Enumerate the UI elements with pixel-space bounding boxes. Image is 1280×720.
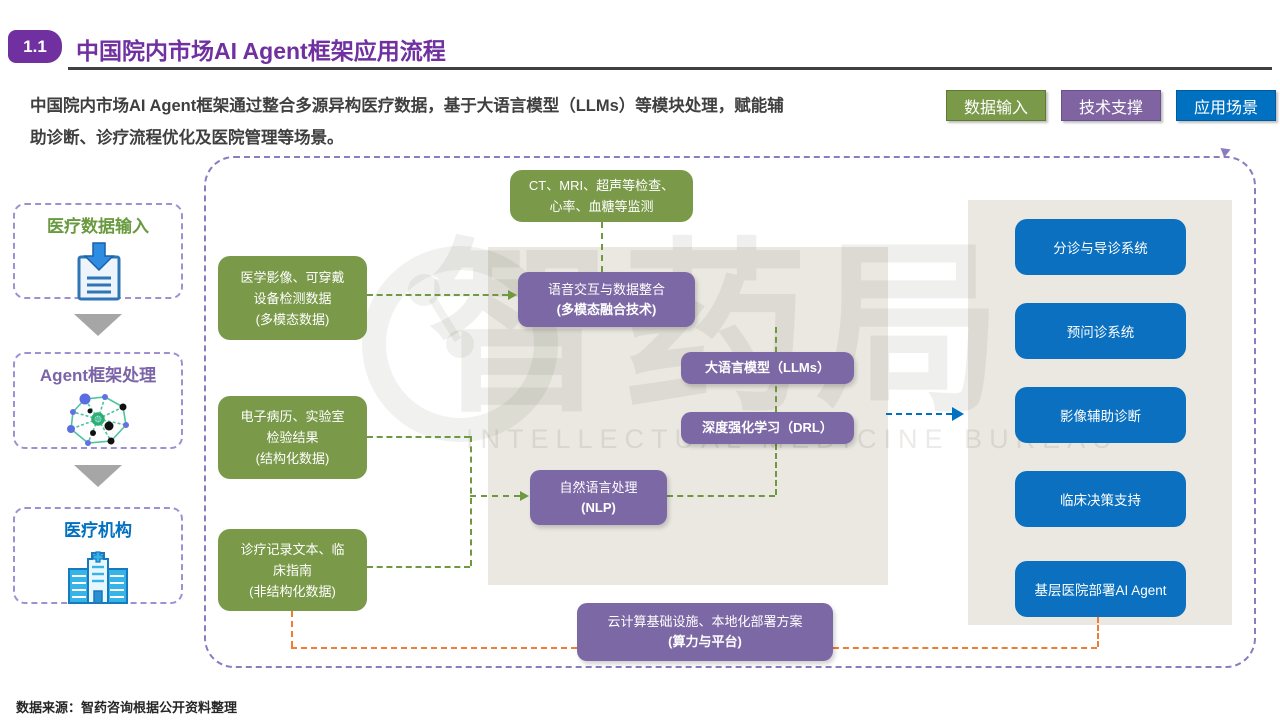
tech-box-nlp: 自然语言处理 (NLP): [530, 470, 667, 525]
tech-box-voice-integration: 语音交互与数据整合 (多模态融合技术): [518, 272, 695, 327]
source-box-structured: 电子病历、实验室 检验结果 (结构化数据): [218, 396, 367, 479]
data-source-note: 数据来源：智药咨询根据公开资料整理: [16, 700, 238, 715]
stage-agent-framework: Agent框架处理: [13, 352, 183, 449]
app-box-pre-consult: 预问诊系统: [1015, 303, 1186, 359]
source1-line-3: (多模态数据): [255, 311, 330, 327]
document-import-icon: [70, 241, 126, 308]
legend-data-input: 数据输入: [946, 90, 1046, 121]
arrowhead-into-voice: [508, 290, 517, 300]
legend-tech-support: 技术支撑: [1061, 90, 1161, 121]
page-title: 中国院内市场AI Agent框架应用流程: [76, 38, 446, 64]
app-box-triage: 分诊与导诊系统: [1015, 219, 1186, 275]
cloud-line-2: (算力与平台): [668, 634, 742, 649]
connector-monitor-to-voice: [601, 222, 603, 272]
down-arrow-icon: [74, 465, 122, 487]
stage-medical-data-input: 医疗数据输入: [13, 203, 183, 301]
voice-line-2: (多模态融合技术): [556, 301, 657, 317]
connector-nlp-to-drl-h: [667, 495, 775, 497]
connector-nlp-bus: [470, 436, 472, 566]
app-box-grassroots-deploy: 基层医院部署AI Agent: [1015, 561, 1186, 617]
description-line-1: 中国院内市场AI Agent框架通过整合多源异构医疗数据，基于大语言模型（LLM…: [30, 97, 784, 115]
llm-label: 大语言模型（LLMs）: [705, 360, 830, 375]
source2-line-1: 电子病历、实验室: [240, 409, 345, 424]
stage-medical-institution-label: 医疗机构: [64, 521, 132, 540]
stage-agent-framework-label: Agent框架处理: [39, 366, 157, 385]
hospital-icon: [66, 545, 130, 612]
connector-source3-to-cloud-h: [291, 647, 577, 649]
section-number-badge: 1.1: [8, 30, 62, 63]
nlp-line-1: 自然语言处理: [559, 479, 638, 495]
connector-cloud-to-app5-h: [833, 647, 1097, 649]
down-arrow-icon: [74, 314, 122, 336]
source2-line-2: 检验结果: [266, 430, 319, 445]
monitor-line-1: CT、MRI、超声等检查、: [528, 178, 675, 193]
tech-box-cloud: 云计算基础设施、本地化部署方案 (算力与平台): [577, 603, 833, 661]
monitor-line-2: 心率、血糖等监测: [549, 199, 654, 214]
source2-line-3: (结构化数据): [255, 451, 330, 466]
connector-source3-out: [367, 566, 470, 568]
arrowhead-into-nlp: [520, 491, 529, 501]
page-description: 中国院内市场AI Agent框架通过整合多源异构医疗数据，基于大语言模型（LLM…: [30, 90, 925, 154]
connector-bus-to-nlp: [470, 495, 520, 497]
source-box-multimodal: 医学影像、可穿戴 设备检测数据 (多模态数据): [218, 256, 367, 340]
source3-line-2: 床指南: [272, 562, 312, 578]
arrowhead-into-apps: [952, 407, 964, 421]
connector-nlp-to-drl-v: [775, 444, 777, 495]
tech-box-llm: 大语言模型（LLMs）: [681, 352, 854, 384]
diagram-frame: [204, 156, 1256, 668]
connector-source1-to-voice: [367, 294, 508, 296]
title-underline: [68, 67, 1272, 70]
source3-line-1: 诊疗记录文本、临: [240, 541, 345, 557]
drl-label: 深度强化学习（DRL）: [702, 420, 833, 435]
legend-application: 应用场景: [1176, 90, 1276, 121]
description-line-2: 助诊断、诊疗流程优化及医院管理等场景。: [30, 129, 344, 147]
network-icon: [63, 390, 133, 453]
stage-medical-data-input-label: 医疗数据输入: [47, 217, 149, 236]
source1-line-1: 医学影像、可穿戴: [240, 269, 345, 285]
source-box-unstructured: 诊疗记录文本、临 床指南 (非结构化数据): [218, 529, 367, 611]
connector-cloud-to-app5-v: [1097, 617, 1099, 647]
source3-line-3: (非结构化数据): [249, 583, 336, 599]
app-box-clinical-decision: 临床决策支持: [1015, 471, 1186, 527]
app-box-imaging-diagnosis: 影像辅助诊断: [1015, 387, 1186, 443]
monitor-data-box: CT、MRI、超声等检查、 心率、血糖等监测: [510, 170, 693, 222]
source1-line-2: 设备检测数据: [253, 290, 332, 306]
voice-line-1: 语音交互与数据整合: [547, 281, 665, 297]
connector-source2-out: [367, 436, 470, 438]
stage-medical-institution: 医疗机构: [13, 507, 183, 604]
connector-source3-to-cloud-v: [291, 611, 293, 647]
nlp-line-2: (NLP): [581, 499, 616, 515]
cloud-line-1: 云计算基础设施、本地化部署方案: [607, 614, 803, 629]
tech-box-drl: 深度强化学习（DRL）: [681, 412, 854, 444]
connector-tech-to-apps: [886, 413, 952, 415]
